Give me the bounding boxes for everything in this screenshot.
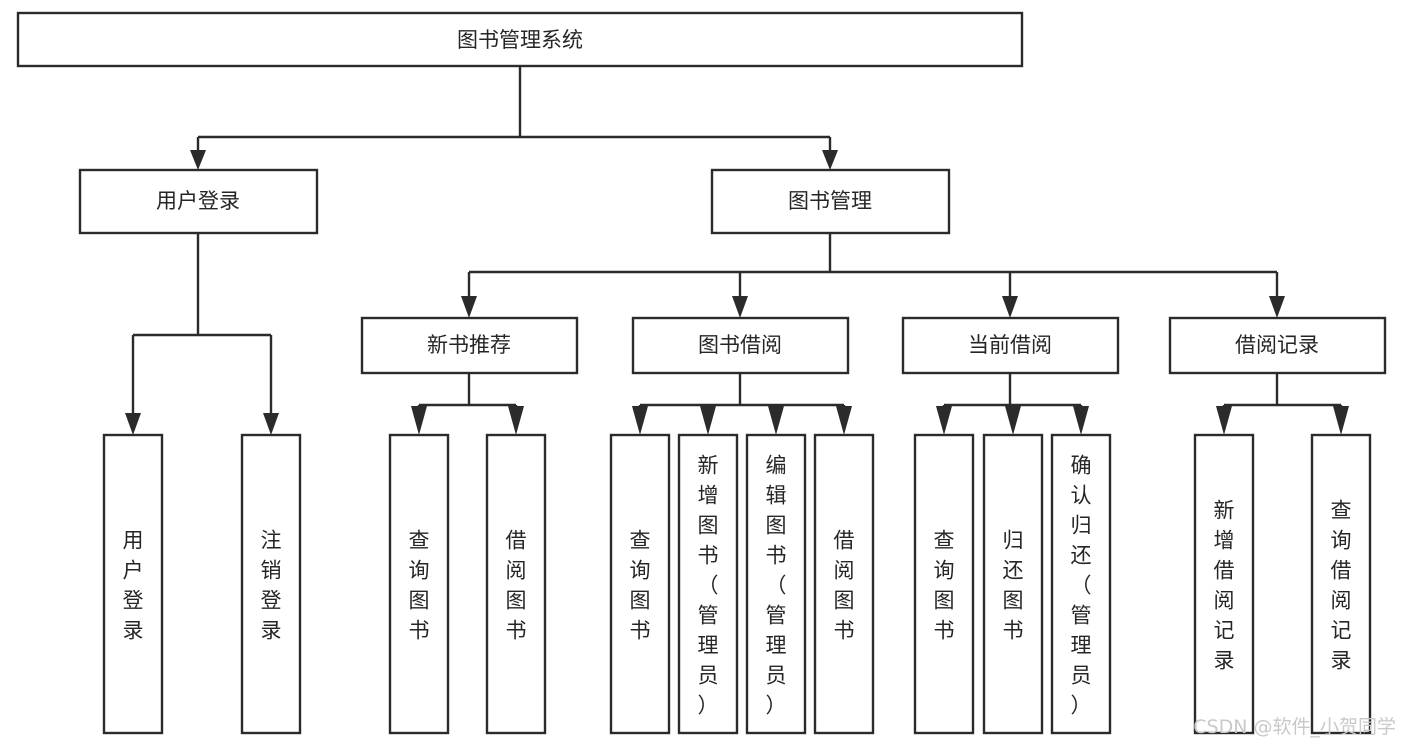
node-leaf-logout-login-label: 注销登录: [261, 528, 282, 642]
node-leaf-query-book-borrow-box[interactable]: [609, 433, 671, 735]
arrow-head-leaf-return-book: [1005, 406, 1021, 435]
node-leaf-add-book[interactable]: 新增图书（管理员）: [677, 433, 739, 735]
arrow-head-leaf-query-borrow-record: [1333, 406, 1349, 435]
node-book-borrow-label: 图书借阅: [698, 333, 782, 357]
node-root-box[interactable]: [16, 11, 1024, 68]
arrow-head-book-borrow: [732, 296, 748, 318]
node-leaf-borrow-book-recommend[interactable]: 借阅图书: [485, 433, 547, 735]
node-current-borrow-box[interactable]: [901, 316, 1120, 375]
node-leaf-edit-book-label: 编辑图书（管理员）: [766, 453, 787, 717]
node-leaf-borrow-book-box[interactable]: [813, 433, 875, 735]
node-leaf-add-book-label: 新增图书（管理员）: [698, 453, 719, 717]
node-leaf-query-borrow-record-box[interactable]: [1310, 433, 1372, 735]
arrow-head-borrow-record: [1269, 296, 1285, 318]
node-root[interactable]: 图书管理系统: [16, 11, 1024, 68]
arrow-head-leaf-query-book-current: [936, 406, 952, 435]
node-leaf-borrow-book-recommend-box[interactable]: [485, 433, 547, 735]
node-leaf-confirm-return-label: 确认归还（管理员）: [1071, 453, 1092, 717]
node-leaf-query-book-recommend[interactable]: 查询图书: [388, 433, 450, 735]
node-book-borrow-box[interactable]: [631, 316, 850, 375]
arrow-head-leaf-edit-book: [768, 406, 784, 435]
connector-layer: [125, 66, 1349, 435]
node-book-management-box[interactable]: [710, 168, 951, 235]
node-leaf-query-book-borrow[interactable]: 查询图书: [609, 433, 671, 735]
node-user-login-box[interactable]: [78, 168, 319, 235]
node-user-login[interactable]: 用户登录: [78, 168, 319, 235]
arrow-head-new-book-recommend: [461, 296, 477, 318]
node-leaf-add-borrow-record[interactable]: 新增借阅记录: [1193, 433, 1255, 735]
node-leaf-edit-book[interactable]: 编辑图书（管理员）: [745, 433, 807, 735]
node-leaf-query-book-recommend-box[interactable]: [388, 433, 450, 735]
node-current-borrow-label: 当前借阅: [968, 333, 1052, 357]
node-leaf-add-borrow-record-box[interactable]: [1193, 433, 1255, 735]
arrow-head-leaf-add-book: [700, 406, 716, 435]
node-root-label: 图书管理系统: [457, 28, 583, 52]
node-leaf-return-book-box[interactable]: [982, 433, 1044, 735]
node-leaf-query-book-current-box[interactable]: [913, 433, 975, 735]
arrow-head-book-management: [822, 150, 838, 170]
node-book-management[interactable]: 图书管理: [710, 168, 951, 235]
node-borrow-record-label: 借阅记录: [1235, 333, 1319, 357]
csdn-watermark: CSDN @软件_小贺同学: [1193, 716, 1396, 738]
arrow-head-current-borrow: [1002, 296, 1018, 318]
node-leaf-logout-login[interactable]: 注销登录: [240, 433, 302, 735]
node-leaf-return-book-label: 归还图书: [1003, 528, 1024, 642]
node-leaf-return-book[interactable]: 归还图书: [982, 433, 1044, 735]
node-leaf-edit-book-box[interactable]: [745, 433, 807, 735]
node-borrow-record[interactable]: 借阅记录: [1168, 316, 1387, 375]
node-leaf-query-book-recommend-label: 查询图书: [409, 528, 430, 642]
node-new-book-recommend[interactable]: 新书推荐: [360, 316, 579, 375]
arrow-head-leaf-query-book-recommend: [411, 406, 427, 435]
node-leaf-user-login-label: 用户登录: [123, 528, 144, 642]
node-leaf-user-login[interactable]: 用户登录: [102, 433, 164, 735]
node-leaf-confirm-return-box[interactable]: [1050, 433, 1112, 735]
node-leaf-borrow-book[interactable]: 借阅图书: [813, 433, 875, 735]
arrow-head-leaf-add-borrow-record: [1216, 406, 1232, 435]
node-leaf-borrow-book-label: 借阅图书: [834, 528, 855, 642]
node-leaf-query-book-current[interactable]: 查询图书: [913, 433, 975, 735]
arrow-head-leaf-borrow-book-recommend: [508, 406, 524, 435]
node-book-borrow[interactable]: 图书借阅: [631, 316, 850, 375]
arrow-head-user-login: [190, 150, 206, 170]
node-leaf-add-book-box[interactable]: [677, 433, 739, 735]
arrow-head-leaf-borrow-book: [836, 406, 852, 435]
node-leaf-confirm-return[interactable]: 确认归还（管理员）: [1050, 433, 1112, 735]
node-current-borrow[interactable]: 当前借阅: [901, 316, 1120, 375]
node-leaf-query-book-current-label: 查询图书: [934, 528, 955, 642]
node-leaf-add-borrow-record-label: 新增借阅记录: [1214, 498, 1235, 672]
node-leaf-logout-login-box[interactable]: [240, 433, 302, 735]
arrow-head-leaf-confirm-return: [1073, 406, 1089, 435]
arrow-head-leaf-query-book-borrow: [632, 406, 648, 435]
node-leaf-borrow-book-recommend-label: 借阅图书: [506, 528, 527, 642]
node-leaf-user-login-box[interactable]: [102, 433, 164, 735]
node-leaf-query-borrow-record-label: 查询借阅记录: [1331, 498, 1352, 672]
node-book-management-label: 图书管理: [788, 189, 872, 213]
node-borrow-record-box[interactable]: [1168, 316, 1387, 375]
arrow-head-leaf-logout-login: [263, 413, 279, 435]
node-leaf-query-borrow-record[interactable]: 查询借阅记录: [1310, 433, 1372, 735]
node-leaf-query-book-borrow-label: 查询图书: [630, 528, 651, 642]
arrow-head-leaf-user-login: [125, 413, 141, 435]
node-new-book-recommend-label: 新书推荐: [427, 333, 511, 357]
node-new-book-recommend-box[interactable]: [360, 316, 579, 375]
node-user-login-label: 用户登录: [156, 189, 240, 213]
